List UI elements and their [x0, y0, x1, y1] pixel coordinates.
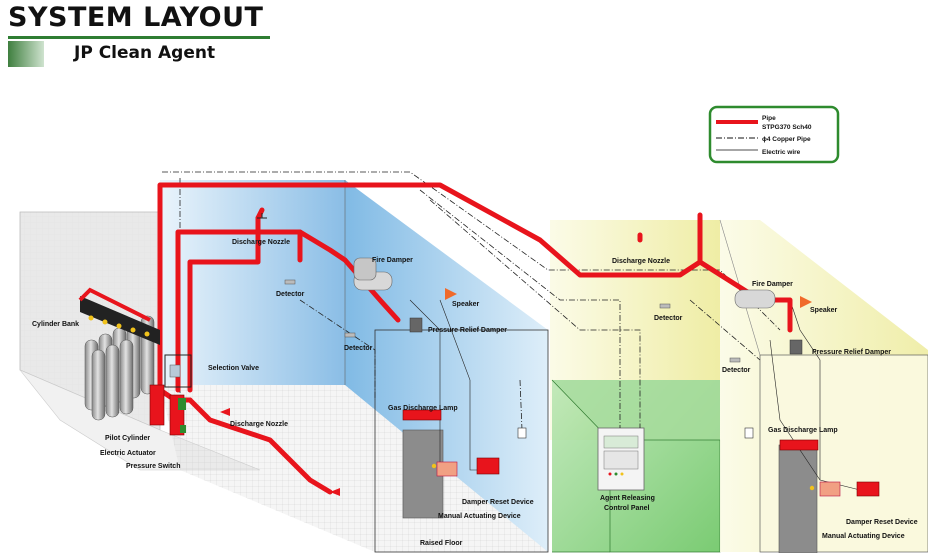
label-discharge-nozzle-right: Discharge Nozzle	[612, 258, 670, 265]
label-fire-damper-right: Fire Damper	[752, 281, 793, 288]
page-title: SYSTEM LAYOUT	[8, 2, 264, 33]
label-damper-reset-device-left: Damper Reset Device	[462, 499, 534, 506]
detector-left-2-icon	[344, 332, 356, 338]
right-room-devices	[659, 289, 880, 497]
selection-valve	[169, 364, 181, 378]
label-detector-right-1: Detector	[654, 315, 683, 322]
label-manual-actuating-device-left: Manual Actuating Device	[438, 513, 521, 520]
label-gas-discharge-lamp-left: Gas Discharge Lamp	[388, 405, 458, 412]
legend-wire-label: Electric wire	[762, 149, 801, 156]
door-handle-left	[431, 463, 437, 469]
label-selection-valve: Selection Valve	[208, 365, 259, 372]
label-control-panel: Control Panel	[604, 505, 650, 512]
label-raised-floor: Raised Floor	[420, 540, 463, 547]
damper-reset-device-right	[856, 481, 880, 497]
label-pilot-cylinder: Pilot Cylinder	[105, 435, 150, 442]
agent-pipe-network	[157, 182, 793, 495]
label-detector-right-2: Detector	[722, 367, 751, 374]
label-pressure-relief-damper-left: Pressure Relief Damper	[428, 327, 507, 334]
selection-valve-frame	[164, 354, 192, 388]
manual-actuating-device-left	[436, 461, 458, 477]
legend-copper-label: ϕ4 Copper Pipe	[762, 136, 811, 143]
label-pressure-relief-damper-right: Pressure Relief Damper	[812, 349, 891, 356]
door-right	[778, 444, 818, 553]
subtitle-accent-bar	[8, 41, 44, 67]
fire-damper-right	[734, 289, 776, 309]
left-room-devices	[220, 213, 527, 496]
gas-discharge-lamp-right	[779, 439, 819, 451]
legend: Pipe STPG370 Sch40 ϕ4 Copper Pipe Electr…	[708, 105, 840, 164]
cylinder-bank	[78, 287, 192, 436]
label-pressure-switch: Pressure Switch	[126, 463, 180, 470]
label-electric-actuator: Electric Actuator	[100, 450, 156, 457]
label-speaker-right: Speaker	[810, 307, 838, 314]
label-manual-actuating-device-right: Manual Actuating Device	[822, 533, 905, 540]
gas-discharge-lamp-left	[402, 409, 442, 421]
electric-actuator	[178, 398, 186, 410]
right-yellow-room	[719, 219, 928, 553]
speaker-left	[445, 288, 457, 300]
cylinder-manifold	[80, 296, 160, 345]
label-gas-discharge-lamp-right: Gas Discharge Lamp	[768, 427, 838, 434]
label-cylinder-bank: Cylinder Bank	[32, 321, 79, 328]
diagram-labels: Cylinder Bank Pilot Cylinder Electric Ac…	[32, 239, 918, 547]
label-discharge-nozzle-top: Discharge Nozzle	[232, 239, 290, 246]
door-left	[402, 429, 444, 519]
label-damper-reset-device-right: Damper Reset Device	[846, 519, 918, 526]
label-agent-releasing: Agent Releasing	[600, 495, 655, 502]
cylinder-valves	[88, 315, 150, 337]
cylinders	[84, 315, 155, 421]
legend-pipe-label: Pipe	[762, 115, 776, 122]
label-detector-left-1: Detector	[276, 291, 305, 298]
pilot-cylinder	[149, 384, 165, 426]
detector-left-1-icon	[284, 279, 296, 285]
manual-actuating-device-right	[819, 481, 841, 497]
damper-reset-device-left	[476, 457, 500, 475]
label-discharge-nozzle-floor: Discharge Nozzle	[230, 421, 288, 428]
title-underline	[8, 36, 270, 39]
pressure-relief-damper-right	[789, 339, 803, 355]
speaker-right	[800, 296, 812, 308]
pressure-switch	[180, 425, 186, 433]
door-handle-right	[809, 485, 815, 491]
page-subtitle: JP Clean Agent	[74, 43, 216, 63]
legend-pipe-spec: STPG370 Sch40	[762, 124, 812, 131]
label-speaker-left: Speaker	[452, 301, 480, 308]
label-fire-damper-left: Fire Damper	[372, 257, 413, 264]
pressure-relief-damper-left	[409, 317, 423, 333]
label-detector-left-2: Detector	[344, 345, 373, 352]
